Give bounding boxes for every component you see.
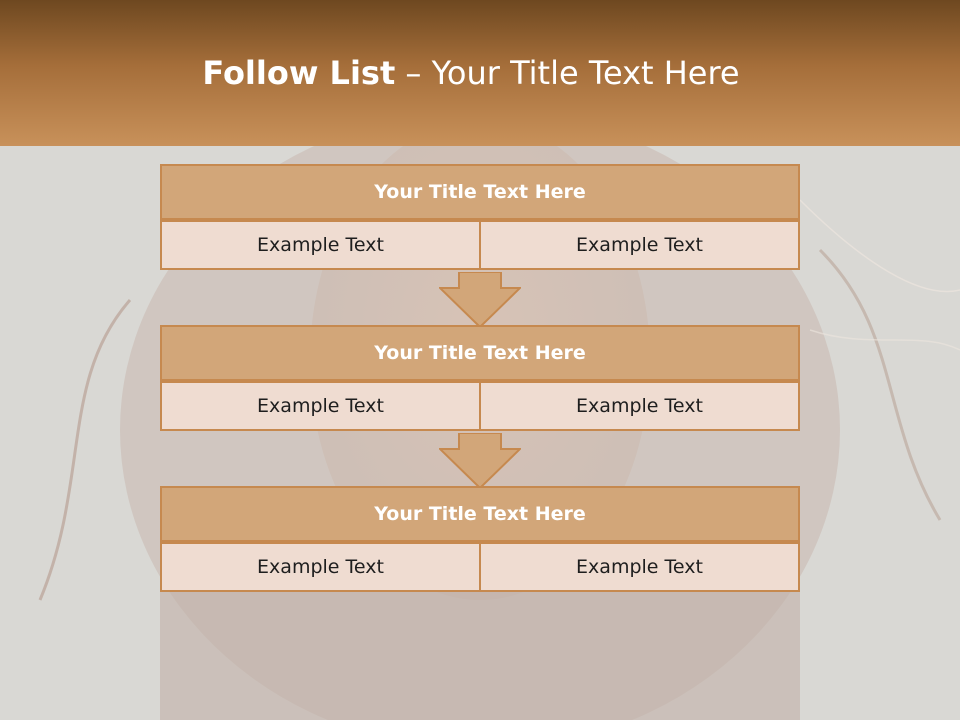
block-cell-right: Example Text <box>481 381 800 431</box>
block-title: Your Title Text Here <box>160 486 800 542</box>
block-cell-left: Example Text <box>160 220 481 270</box>
block-cell-left: Example Text <box>160 542 481 592</box>
page-title-rest: – Your Title Text Here <box>395 54 740 92</box>
down-arrow-icon <box>439 272 521 328</box>
block-cell-right: Example Text <box>481 542 800 592</box>
block-cell-right: Example Text <box>481 220 800 270</box>
list-block-3: Your Title Text Here Example Text Exampl… <box>160 486 800 592</box>
block-row: Example Text Example Text <box>160 381 800 431</box>
block-row: Example Text Example Text <box>160 542 800 592</box>
block-row: Example Text Example Text <box>160 220 800 270</box>
page-title: Follow List – Your Title Text Here <box>0 54 942 92</box>
block-title: Your Title Text Here <box>160 325 800 381</box>
list-block-2: Your Title Text Here Example Text Exampl… <box>160 325 800 431</box>
page-title-bold: Follow List <box>202 54 396 92</box>
down-arrow-icon <box>439 433 521 489</box>
block-title: Your Title Text Here <box>160 164 800 220</box>
block-cell-left: Example Text <box>160 381 481 431</box>
list-block-1: Your Title Text Here Example Text Exampl… <box>160 164 800 270</box>
header-bar <box>0 0 960 146</box>
